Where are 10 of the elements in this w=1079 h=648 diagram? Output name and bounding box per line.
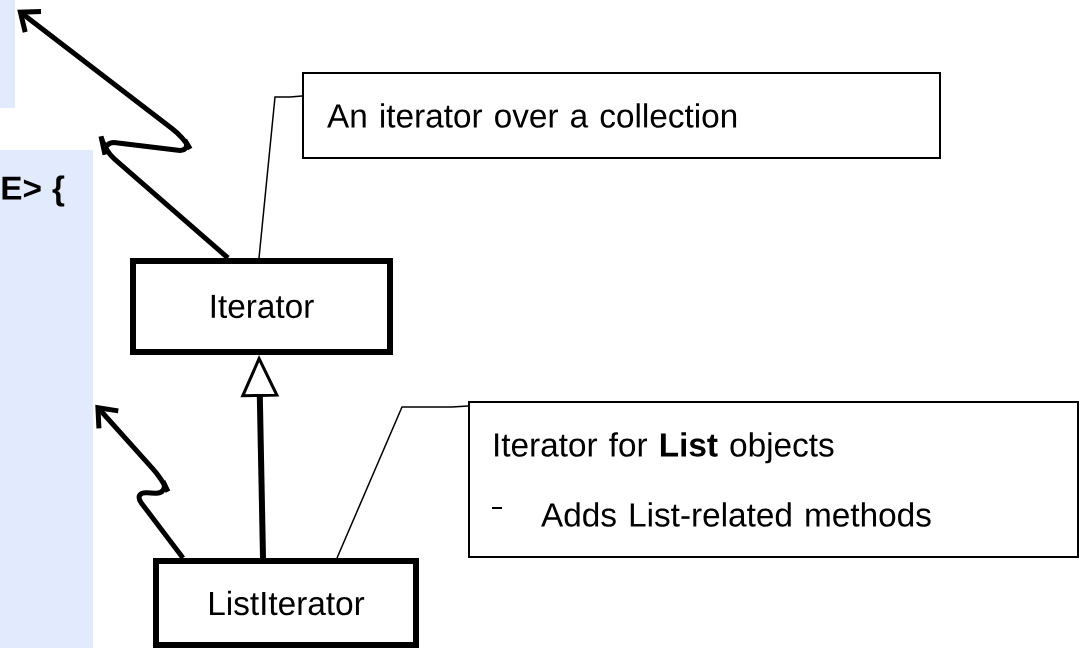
note-box: An iterator over a collection	[302, 72, 941, 159]
note-box: Iterator for List objects Adds List-related methods	[468, 401, 1079, 558]
leader-line	[336, 405, 469, 559]
arrow	[95, 404, 185, 560]
code-panel	[0, 0, 15, 108]
class-box: ListIterator	[153, 558, 419, 648]
arrow	[17, 9, 230, 260]
leader-line	[258, 95, 303, 259]
class-box: Iterator	[130, 258, 393, 355]
code-panel: E> {	[0, 150, 93, 648]
